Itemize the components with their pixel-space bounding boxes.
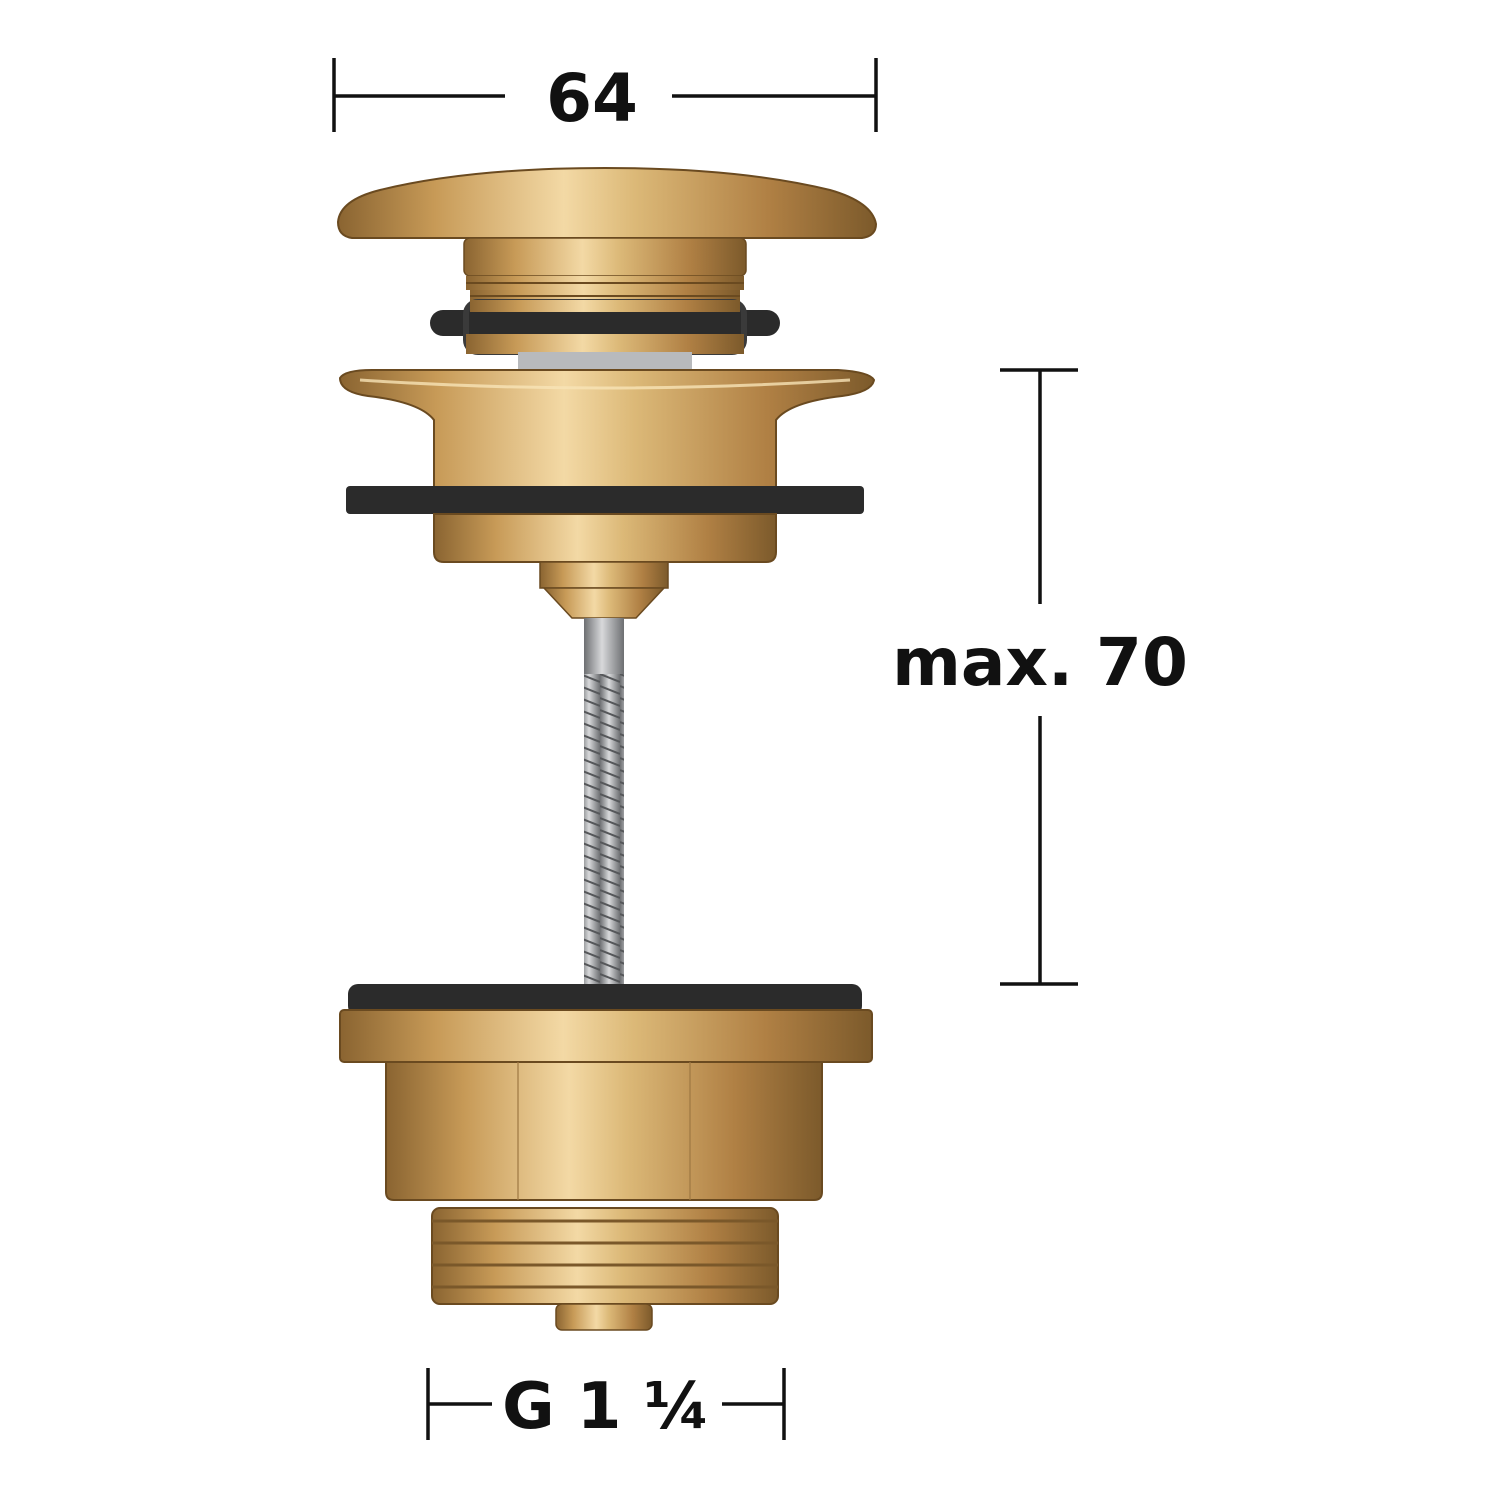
height-dimension: max. 70 — [892, 368, 1188, 986]
thread-dimension: G 1 ¼ — [426, 1368, 786, 1444]
cap-seal-ring — [430, 299, 780, 355]
height-dimension-label: max. 70 — [892, 624, 1188, 701]
bottom-housing — [339, 984, 873, 1201]
flange-gasket — [346, 486, 864, 514]
cap-stem — [518, 352, 692, 370]
thread-dimension-label: G 1 ¼ — [502, 1370, 710, 1444]
width-dimension: 64 — [332, 58, 878, 137]
drain-body-upper — [433, 513, 777, 619]
pop-up-cap — [336, 166, 878, 302]
drain-flange — [338, 369, 876, 493]
thread-connector — [431, 1207, 779, 1331]
threaded-rod — [584, 618, 624, 986]
width-dimension-label: 64 — [546, 60, 638, 137]
